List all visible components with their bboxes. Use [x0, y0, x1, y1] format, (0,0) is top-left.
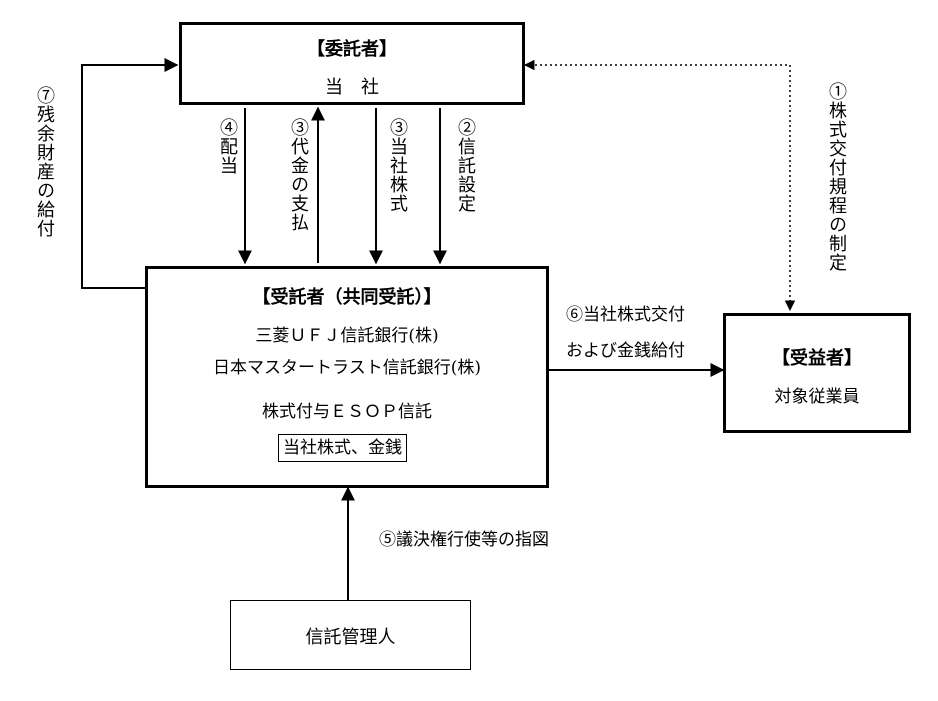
administrator-name: 信託管理人	[305, 627, 396, 648]
settlor-title: 【委託者】	[307, 39, 397, 60]
arrow-residual-property	[81, 58, 179, 289]
trustee-box: 【受託者（共同受託）】 三菱ＵＦＪ信託銀行(株) 日本マスタートラスト信託銀行(…	[145, 266, 549, 488]
trust-assets: 当社株式、金銭	[278, 434, 407, 462]
trustee-title: 【受託者（共同受託）】	[252, 287, 442, 308]
trust-name: 株式付与ＥＳＯＰ信託	[262, 402, 432, 422]
arrow-share-rules	[523, 59, 796, 312]
trustee-bank2: 日本マスタートラスト信託銀行(株)	[213, 358, 481, 378]
label-step7: ⑦残余財産の給付	[34, 86, 55, 238]
label-step3a: ③当社株式	[387, 118, 408, 213]
label-step3b: ③代金の支払	[288, 118, 309, 232]
label-step1: ①株式交付規程の制定	[826, 82, 847, 272]
administrator-box: 信託管理人	[230, 600, 471, 670]
beneficiary-name: 対象従業員	[774, 387, 860, 407]
trustee-bank1: 三菱ＵＦＪ信託銀行(株)	[255, 326, 439, 346]
beneficiary-box: 【受益者】 対象従業員	[723, 313, 911, 433]
settlor-box: 【委託者】 当 社	[179, 22, 525, 105]
settlor-name: 当 社	[325, 77, 379, 98]
label-step6-line1: ⑥当社株式交付	[566, 305, 685, 325]
label-step4: ④配当	[217, 118, 238, 175]
label-step2: ②信託設定	[455, 118, 476, 213]
label-step6-line2: および金銭給付	[566, 341, 685, 361]
label-step5: ⑤議決権行使等の指図	[379, 530, 549, 550]
beneficiary-title: 【受益者】	[772, 348, 862, 369]
